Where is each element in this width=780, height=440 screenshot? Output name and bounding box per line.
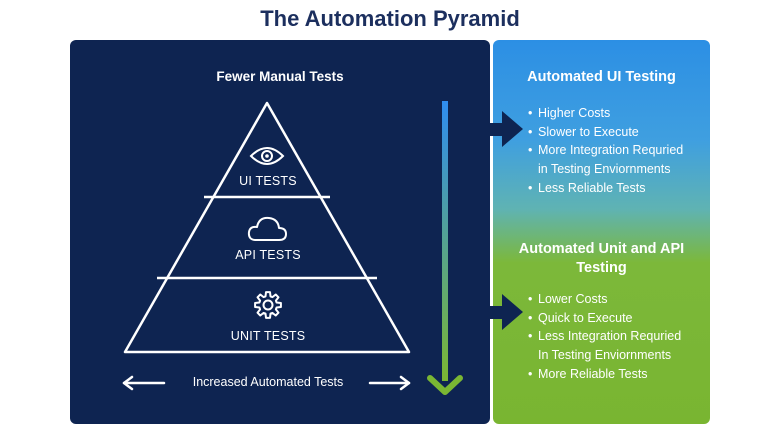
page-title: The Automation Pyramid [260,6,520,31]
bullet-item: Lower Costs [528,290,706,309]
api-tests-label: API TESTS [235,248,301,262]
bullet-item: Slower to Execute [528,123,706,142]
ui-testing-title: Automated UI Testing [527,69,676,85]
bullet-item: More Reliable Tests [528,365,706,384]
bullet-item: Quick to Execute [528,309,706,328]
bullet-continuation: In Testing Enviornments [538,348,672,363]
pyramid-outline [123,101,411,354]
horizontal-double-arrow [122,375,411,391]
ui-testing-bullets: Higher Costs Slower to Execute More Inte… [528,104,706,198]
unit-tests-label: UNIT TESTS [230,329,306,343]
bullet-item: Less Integration Requried [528,327,706,346]
bullet-item: Higher Costs [528,104,706,123]
unit-api-title-line2: Testing [576,260,627,276]
pyramid-panel [70,40,490,424]
bullet-item: More Integration Requried [528,141,706,160]
vertical-gradient-arrow [427,101,463,395]
ui-pointer-arrow [488,111,523,147]
gear-icon [254,291,282,319]
unit-api-testing-bullets: Lower Costs Quick to Execute Less Integr… [528,290,706,384]
cloud-icon [247,216,287,241]
bullet-item: Less Reliable Tests [528,179,706,198]
bullet-continuation: in Testing Enviornments [538,162,671,177]
fewer-manual-tests-label: Fewer Manual Tests [216,69,344,84]
gear-outline [254,291,282,319]
unit-api-title-line1: Automated Unit and API [518,241,685,257]
increased-automated-tests-label: Increased Automated Tests [192,375,344,389]
unit-pointer-arrow [488,294,523,330]
eye-icon [249,147,285,165]
ui-tests-label: UI TESTS [239,174,297,188]
unit-api-testing-title: Automated Unit and API Testing [493,240,710,278]
